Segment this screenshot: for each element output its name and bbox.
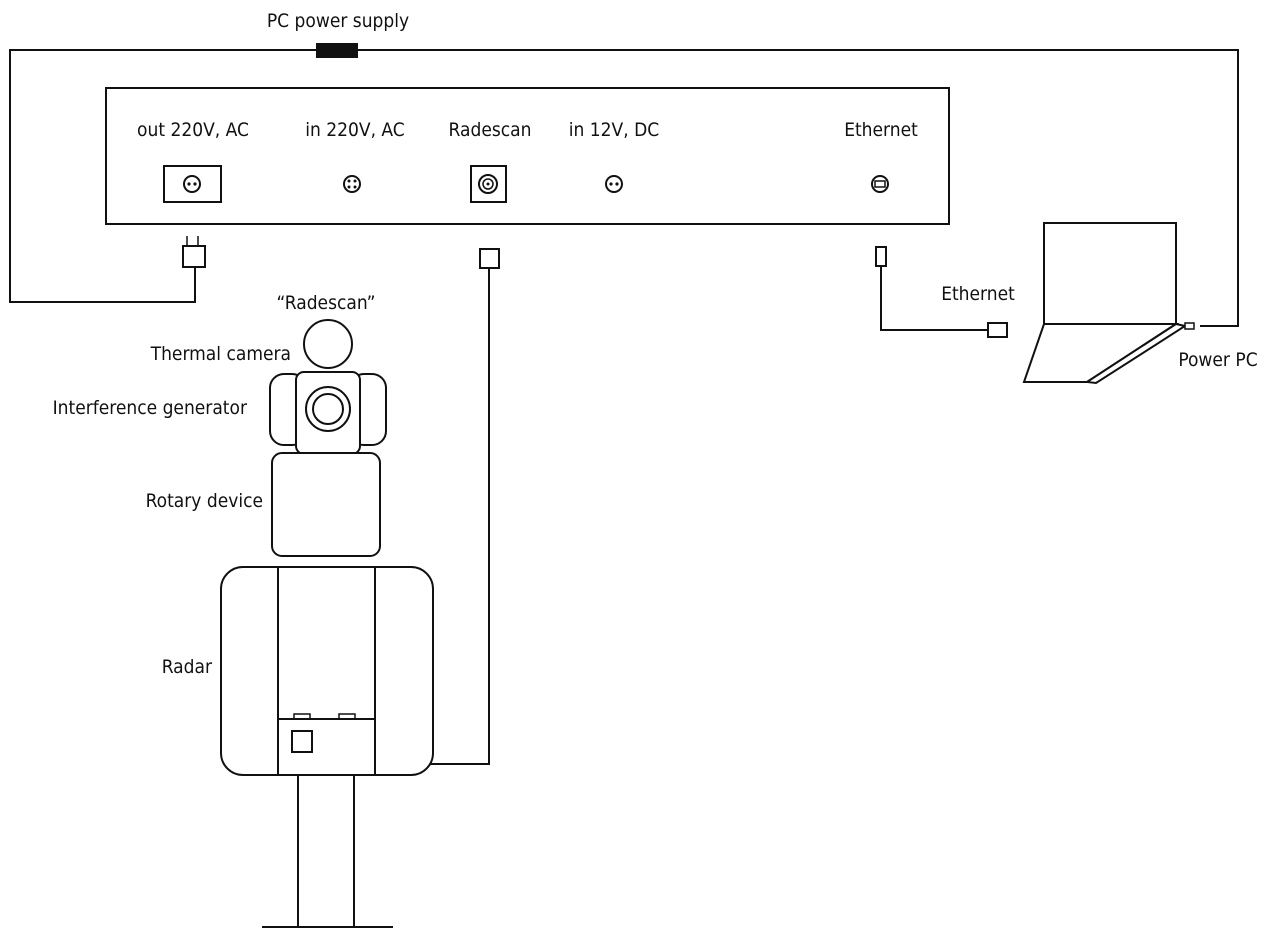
laptop-icon: [1022, 222, 1195, 385]
control-unit: out 220V, AC in 220V, AC Radescan in 12V…: [105, 87, 950, 225]
radescan-connector-icon: [470, 165, 507, 203]
rotary-device-label: Rotary device: [146, 490, 263, 512]
radar-label: Radar: [162, 656, 213, 678]
interference-generator-label: Interference generator: [53, 397, 248, 419]
radar-icon: [220, 566, 434, 776]
in-220v-connector-icon: [343, 175, 361, 193]
rotary-device-icon: [271, 452, 381, 557]
power-supply-brick: [316, 43, 358, 58]
pc-power-cable: [9, 43, 1239, 327]
radescan-port-label: Radescan: [449, 119, 532, 141]
in-12v-dc-label: in 12V, DC: [569, 119, 659, 141]
stand-icon: [262, 775, 393, 928]
power-pc-label: Power PC: [1178, 349, 1257, 371]
in-12v-dc-connector-icon: [605, 175, 623, 193]
pc-power-supply-label: PC power supply: [267, 10, 409, 32]
thermal-camera-label: Thermal camera: [150, 343, 291, 365]
radescan-device: [220, 319, 434, 928]
thermal-camera-icon: [303, 319, 353, 369]
in-220v-ac-label: in 220V, AC: [305, 119, 405, 141]
ethernet-cable: [875, 246, 1008, 338]
plug-icon: [182, 245, 206, 268]
ethernet-cable-label: Ethernet: [941, 283, 1015, 305]
ethernet-port-label: Ethernet: [844, 119, 918, 141]
out-220v-socket-icon: [163, 165, 222, 203]
radescan-device-label: “Radescan”: [277, 292, 376, 314]
ethernet-port-icon: [871, 175, 889, 193]
out-220v-ac-label: out 220V, AC: [137, 119, 249, 141]
